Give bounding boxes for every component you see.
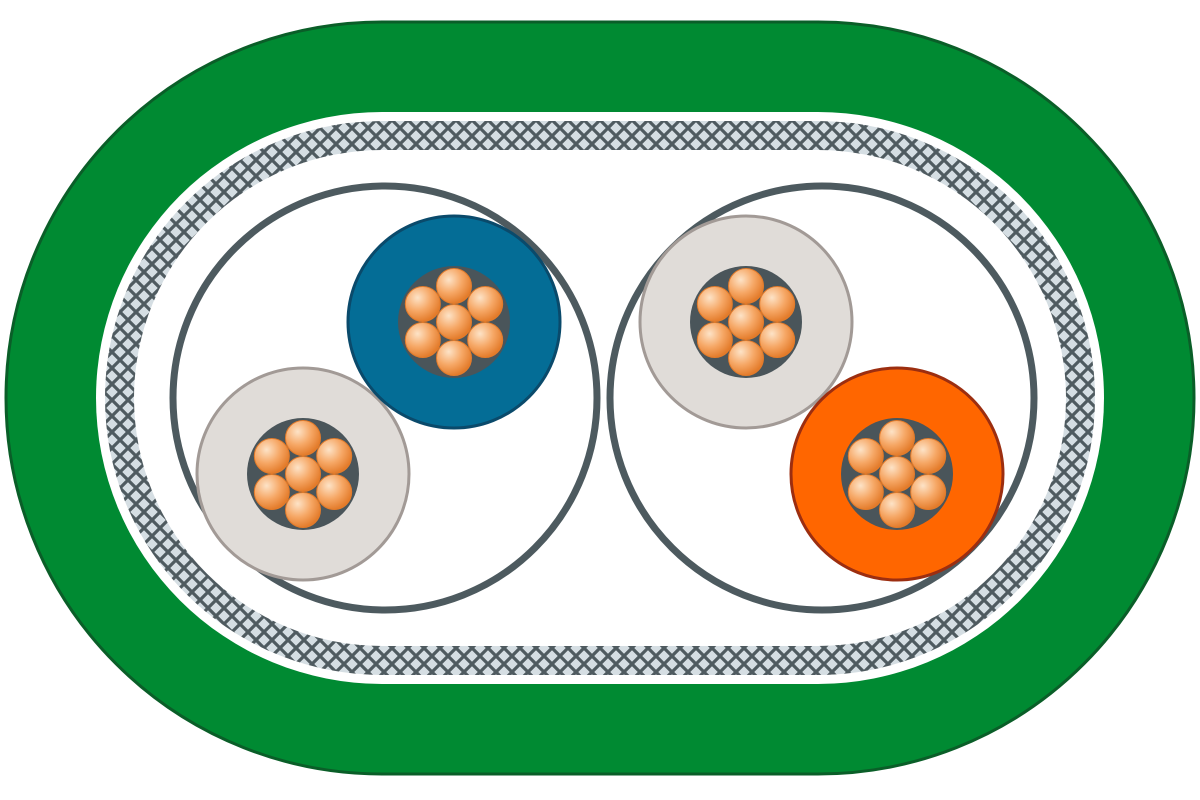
copper-strand xyxy=(879,420,915,456)
copper-strand xyxy=(696,322,733,358)
copper-strand xyxy=(467,322,504,358)
braid-outer-edge xyxy=(103,119,1097,677)
copper-strand xyxy=(404,322,441,358)
conductor-orange xyxy=(789,366,1005,582)
conductor-white-left xyxy=(195,366,411,582)
copper-strand xyxy=(879,492,915,528)
copper-strand xyxy=(436,304,472,340)
copper-strand xyxy=(436,340,472,376)
copper-strand xyxy=(847,474,884,510)
conductor-white-right xyxy=(638,214,854,430)
copper-strand xyxy=(467,286,504,322)
copper-strand xyxy=(728,268,764,304)
copper-strand xyxy=(253,474,290,510)
copper-strand xyxy=(404,286,441,322)
copper-strand xyxy=(285,492,321,528)
copper-strand xyxy=(316,438,353,474)
copper-strand xyxy=(879,456,915,492)
copper-strand xyxy=(285,456,321,492)
copper-strand xyxy=(696,286,733,322)
copper-strand xyxy=(910,438,947,474)
pair-left xyxy=(169,182,601,614)
copper-strand xyxy=(847,438,884,474)
copper-strand xyxy=(728,304,764,340)
copper-strand xyxy=(285,420,321,456)
copper-strand xyxy=(759,322,796,358)
copper-strand xyxy=(436,268,472,304)
copper-strand xyxy=(316,474,353,510)
pair-right xyxy=(606,182,1038,614)
copper-strand xyxy=(759,286,796,322)
copper-strand xyxy=(910,474,947,510)
copper-strand xyxy=(728,340,764,376)
copper-strand xyxy=(253,438,290,474)
conductor-blue xyxy=(346,214,562,430)
